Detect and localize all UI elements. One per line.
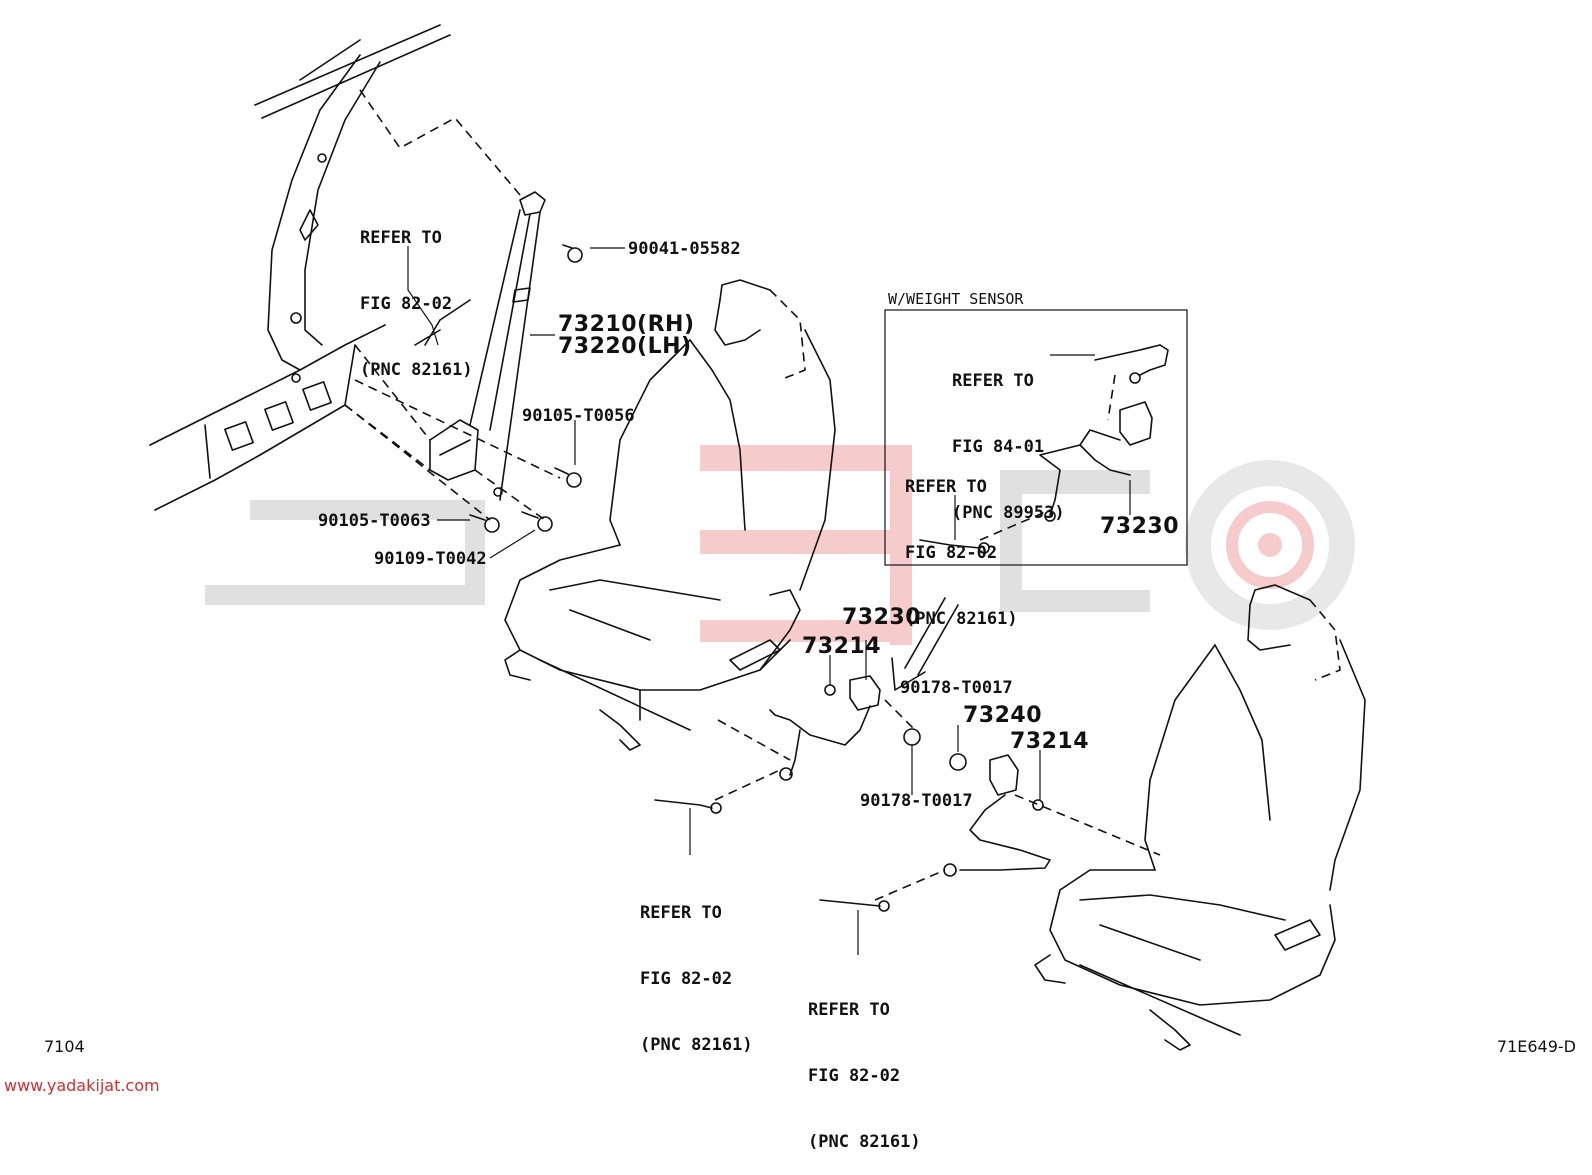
buckle-drawings [654, 675, 1051, 912]
ref-pillar: REFER TO FIG 82-02 (PNC 82161) [360, 183, 473, 403]
part-73230-box: 73230 [1100, 514, 1180, 539]
weight-sensor-box [884, 309, 1188, 691]
ref-bottom-mid-line3: (PNC 82161) [808, 1132, 921, 1152]
figure-code: 7104 [44, 1037, 85, 1056]
part-90178-t0017-b: 90178-T0017 [860, 791, 973, 811]
ref-bottom-mid-line2: FIG 82-02 [808, 1066, 901, 1086]
part-73220-lh: 73220(LH) [558, 334, 692, 359]
part-73214-b: 73214 [1010, 729, 1090, 754]
ref-bottom-mid-line1: REFER TO [808, 1000, 890, 1020]
leader-lines [407, 246, 1131, 955]
ref-box-top-line1: REFER TO [952, 371, 1034, 391]
ref-bottom-left: REFER TO FIG 82-02 (PNC 82161) [640, 858, 753, 1078]
website-link[interactable]: www.yadakijat.com [4, 1076, 160, 1095]
ref-pillar-line2: FIG 82-02 [360, 294, 453, 314]
part-90041-05582: 90041-05582 [628, 239, 741, 259]
rear-seat-drawing [1034, 584, 1366, 1051]
ref-pillar-line1: REFER TO [360, 228, 442, 248]
part-90105-t0056: 90105-T0056 [522, 406, 635, 426]
ref-box-top-line3: (PNC 89953) [952, 503, 1065, 523]
ref-bottom-mid: REFER TO FIG 82-02 (PNC 82161) [808, 955, 921, 1175]
body-pillar-drawing [149, 24, 451, 511]
guide-lines [344, 89, 1161, 901]
part-73240: 73240 [963, 703, 1043, 728]
part-90178-t0017-a: 90178-T0017 [900, 678, 1013, 698]
ref-box-mid-line3: (PNC 82161) [905, 609, 1018, 629]
ref-box-top-line2: FIG 84-01 [952, 437, 1045, 457]
ref-box-mid-line1: REFER TO [905, 477, 987, 497]
front-seat-drawing [504, 279, 836, 751]
part-73230-main: 73230 [842, 605, 922, 630]
ref-box-mid-line2: FIG 82-02 [905, 543, 998, 563]
ref-box-top: REFER TO FIG 84-01 (PNC 89953) [952, 326, 1065, 546]
watermark-logo [205, 445, 1355, 645]
weight-sensor-box-title: W/WEIGHT SENSOR [888, 290, 1024, 308]
illustration-id: 71E649-D [1496, 1037, 1576, 1056]
ref-pillar-line3: (PNC 82161) [360, 360, 473, 380]
part-90105-t0063: 90105-T0063 [318, 511, 431, 531]
part-90109-t0042: 90109-T0042 [374, 549, 487, 569]
part-73210-rh: 73210(RH) [558, 312, 695, 337]
ref-bottom-left-line3: (PNC 82161) [640, 1035, 753, 1055]
part-73214-a: 73214 [802, 634, 882, 659]
parts-diagram [149, 24, 1366, 1051]
ref-bottom-left-line2: FIG 82-02 [640, 969, 733, 989]
ref-box-mid: REFER TO FIG 82-02 (PNC 82161) [905, 432, 1018, 652]
ref-bottom-left-line1: REFER TO [640, 903, 722, 923]
retractor-belt-drawing [414, 191, 583, 533]
